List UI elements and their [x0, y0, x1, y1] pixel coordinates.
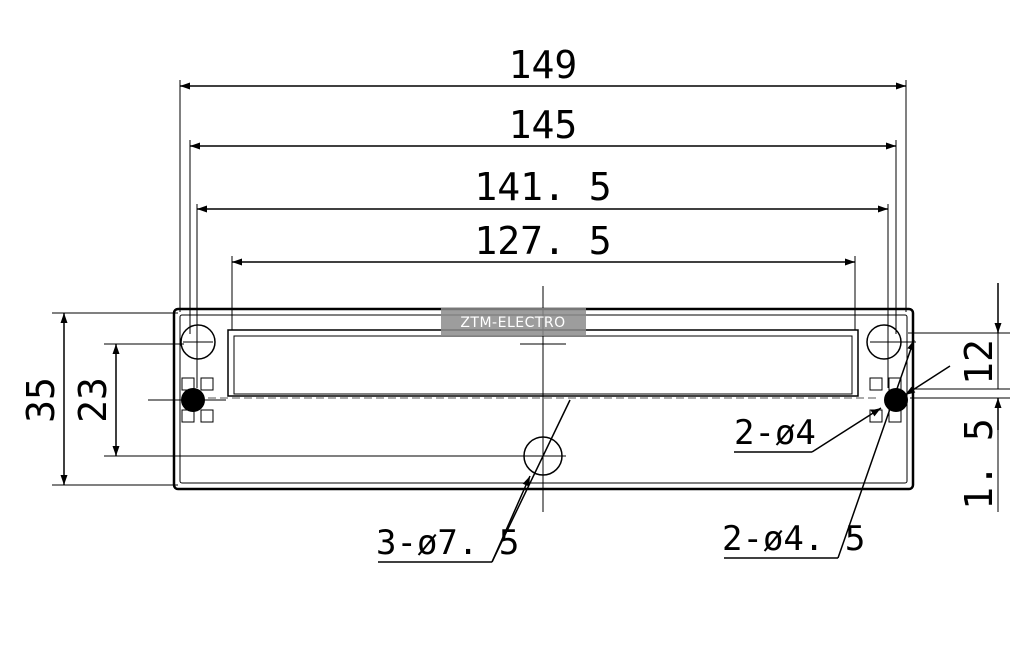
dimension-35: 35 [19, 312, 178, 486]
dimension-23: 23 [71, 343, 524, 457]
dimension-1-5: 1. 5 [957, 398, 1002, 512]
dimension-141-5-label: 141. 5 [474, 165, 611, 209]
callout-holes-4-label: 2-ø4 [734, 413, 816, 453]
dimension-145: 145 [189, 103, 897, 334]
dimension-35-label: 35 [19, 377, 63, 423]
watermark-label: ZTM-ELECTRO [460, 315, 565, 331]
dimension-12-label: 12 [957, 339, 1001, 385]
dimension-12: 12 [908, 283, 1010, 399]
dimension-149-label: 149 [509, 43, 578, 87]
dimension-1-5-label: 1. 5 [957, 418, 1001, 510]
watermark: ZTM-ELECTRO [441, 308, 586, 336]
callout-holes-7-5-label: 3-ø7. 5 [376, 523, 519, 563]
mount-point-left [148, 377, 226, 423]
dimension-145-label: 145 [509, 103, 578, 147]
dimension-141-5: 141. 5 [196, 165, 889, 388]
callout-holes-4: 2-ø4 [734, 365, 951, 453]
dimension-127-5-label: 127. 5 [474, 219, 611, 263]
callout-holes-7-5: 3-ø7. 5 [376, 399, 571, 563]
dimension-149: 149 [179, 43, 907, 312]
dimension-23-label: 23 [71, 377, 115, 423]
mount-point-right [869, 377, 908, 423]
callout-holes-4-5: 2-ø4. 5 [722, 339, 915, 559]
callout-holes-4-5-label: 2-ø4. 5 [722, 519, 865, 559]
dimension-127-5: 127. 5 [231, 219, 856, 330]
hole-top-left [180, 324, 216, 360]
